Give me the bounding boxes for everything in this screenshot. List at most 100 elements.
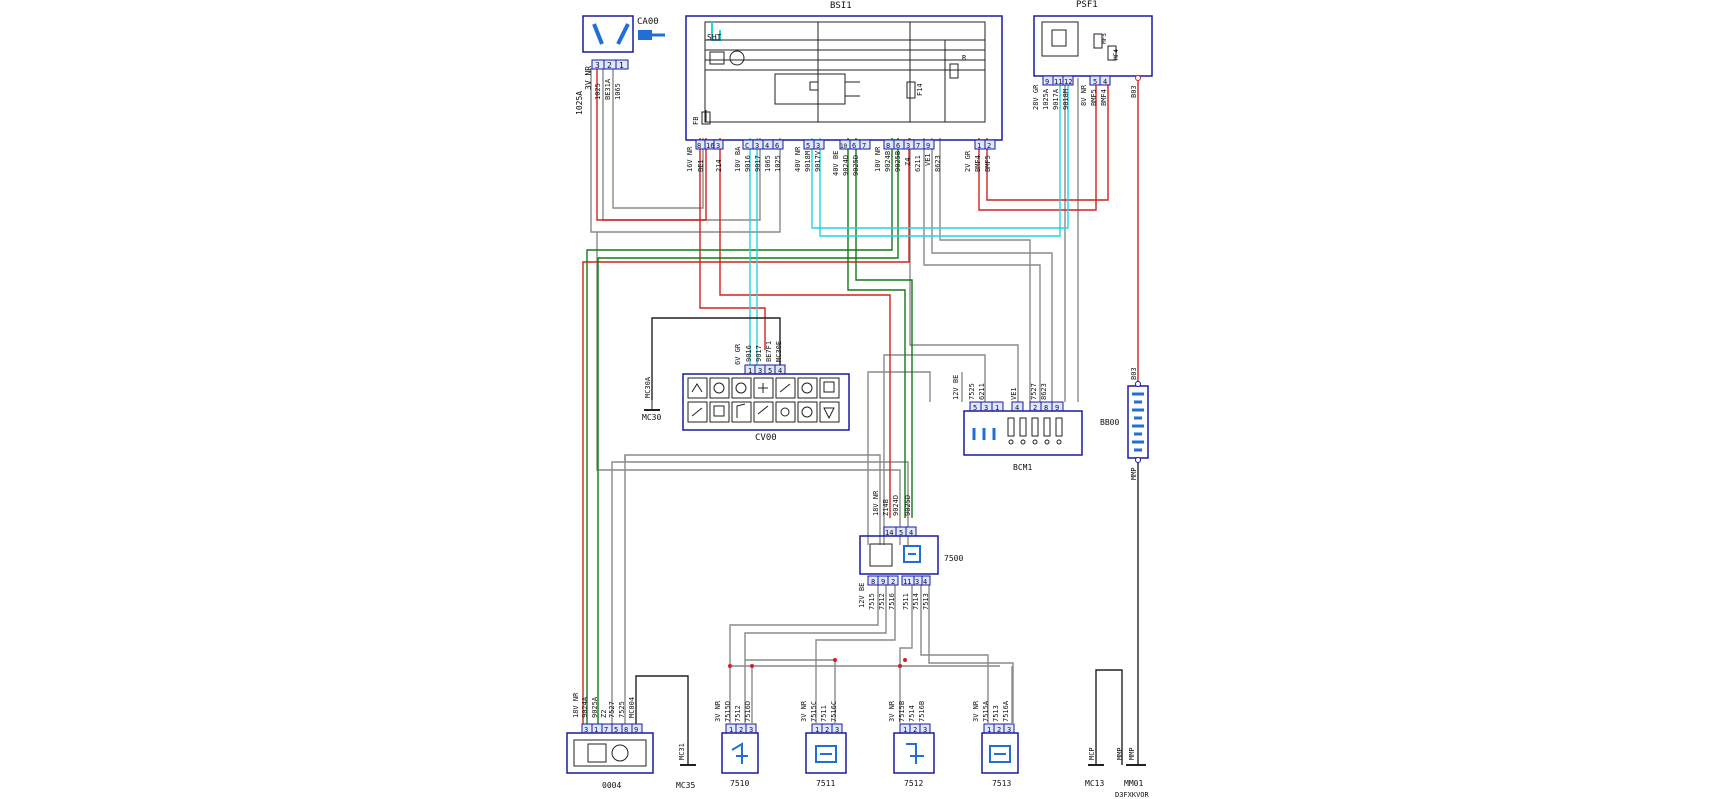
lamp-icon <box>713 382 725 394</box>
ground-mc35: MC31 MC35 <box>676 743 696 790</box>
block-label: MF5 <box>1101 33 1108 44</box>
relay-icon <box>709 51 725 65</box>
wire-label: 7515D <box>724 701 732 722</box>
washer-icon <box>691 407 703 417</box>
component-label: 7500 <box>944 554 963 563</box>
wire-label: 7516 <box>888 593 896 610</box>
pin-label: 2 <box>825 726 829 734</box>
pin-label: 9 <box>926 142 930 150</box>
pin-label: 2 <box>913 726 917 734</box>
wire-label: B03 <box>1130 85 1138 98</box>
ground-label: MM01 <box>1124 779 1143 788</box>
component-7511: 3V NR 7515C 7511 7516C 1 2 3 7511 <box>800 700 847 788</box>
wire-label: 9025B <box>894 151 902 172</box>
wire-label: 9025D <box>904 495 912 516</box>
pin-label: 8 <box>886 142 890 150</box>
ground-label: MMP <box>1116 747 1124 760</box>
wire-label: 9016 <box>744 155 752 172</box>
wire-label: BMF4 <box>974 155 982 172</box>
cruise-icon <box>801 406 813 418</box>
sensor-icon <box>731 742 748 764</box>
block-label: FB <box>692 117 700 125</box>
wire-label: MC30E <box>775 341 783 362</box>
ground-label: MC30A <box>644 376 652 398</box>
wire-label: 7515 <box>868 593 876 610</box>
wire-label: 214 <box>715 159 723 172</box>
pin-label: 3 <box>984 404 988 412</box>
wire-label: 7512 <box>734 705 742 722</box>
wire-green <box>586 138 913 725</box>
connector-7500-bottom: 8 9 2 11 3 4 <box>867 575 931 586</box>
connector-label: 8V NR <box>1080 84 1088 106</box>
connector-bsi1-a: 8 16 3 <box>695 139 724 150</box>
wire-label: 7525 <box>618 701 626 718</box>
wire-label: 9024B <box>884 151 892 172</box>
audio-icon <box>736 403 746 418</box>
battery-icon <box>1132 392 1144 452</box>
connector-label: 3V NR <box>888 700 896 722</box>
wire-label: 7515C <box>810 701 818 722</box>
connector-label: 3V NR <box>714 700 722 722</box>
wire-label: 9024A <box>581 696 589 718</box>
pin-label: 12 <box>1064 78 1072 86</box>
connector-ca00: 3 2 1 <box>591 59 629 70</box>
connector-label: 2V GR <box>964 150 972 172</box>
pin-label: 6 <box>852 142 856 150</box>
pin-label: 1 <box>903 726 907 734</box>
wire-label: Z2 <box>600 710 608 718</box>
component-ca00: CA00 3 2 1 3V NR 1025A 1025 BE31A 1065 <box>575 15 665 115</box>
ground-mc13: MCP MC13 <box>1085 747 1104 788</box>
pin-label: 1 <box>748 367 752 375</box>
pin-label: 10 <box>840 143 848 150</box>
sensor-icon <box>903 545 921 563</box>
pin-label: 8 <box>697 142 701 150</box>
seat-icon <box>757 405 769 415</box>
sensor-icon <box>906 743 924 764</box>
connector-label: 10V BA <box>734 146 742 172</box>
pin-label: 3 <box>584 726 588 734</box>
fuse-icon <box>1107 45 1117 61</box>
wire-label: Z4 <box>904 158 912 166</box>
pin-label: 3 <box>758 367 762 375</box>
pin-label: 1 <box>815 726 819 734</box>
wire-label: 9018M <box>804 151 812 172</box>
pin-label: 2 <box>891 578 895 586</box>
pin-label: 3 <box>906 142 910 150</box>
wire-label: 7516D <box>744 701 752 722</box>
wire-cyan <box>749 78 1069 365</box>
component-label: 7510 <box>730 779 749 788</box>
headlamp-icon <box>735 382 747 394</box>
block-label: F14 <box>916 83 924 96</box>
wire-label: VE1 <box>1010 387 1018 400</box>
pin-label: 3 <box>595 61 600 70</box>
wire-label: MMP <box>1130 467 1138 480</box>
wire-black <box>635 317 1139 765</box>
component-7513: 3V NR 7515A 7513 7516A 1 2 3 7513 <box>972 700 1019 788</box>
fuse-icon <box>1093 33 1103 49</box>
wire-label: 1065 <box>614 83 622 100</box>
module-block <box>774 73 846 105</box>
connector-label: 40V BE <box>832 151 840 176</box>
pin-label: 5 <box>1093 78 1097 86</box>
connector-bsi1-b: C 3 4 6 <box>742 139 784 150</box>
component-7512: 3V NR 7515B 7514 7516B 1 2 3 7512 <box>888 700 935 788</box>
connector-7500-top: 14 5 4 <box>883 526 917 537</box>
ground-label: MMP <box>1128 747 1136 760</box>
ground-label: MC30 <box>642 413 661 422</box>
pin-label: 7 <box>604 726 608 734</box>
component-label: CA00 <box>637 17 659 27</box>
pin-label: 5 <box>768 367 772 375</box>
pin-label: 16 <box>706 142 714 150</box>
connector-bsi1-d: 8 6 3 7 9 <box>883 139 935 150</box>
chip-icon <box>1051 29 1067 47</box>
wire-label: BMF5 <box>1090 89 1098 106</box>
pin-label: 1 <box>729 726 733 734</box>
rear-wiper-icon <box>713 405 725 417</box>
pin-label: 8 <box>624 726 628 734</box>
wire-label: 1025 <box>594 83 602 100</box>
pin-label: 2 <box>607 61 612 70</box>
ground-label: MC35 <box>676 781 695 790</box>
block-label: MF4 <box>1113 49 1120 60</box>
horn-icon <box>823 381 835 393</box>
